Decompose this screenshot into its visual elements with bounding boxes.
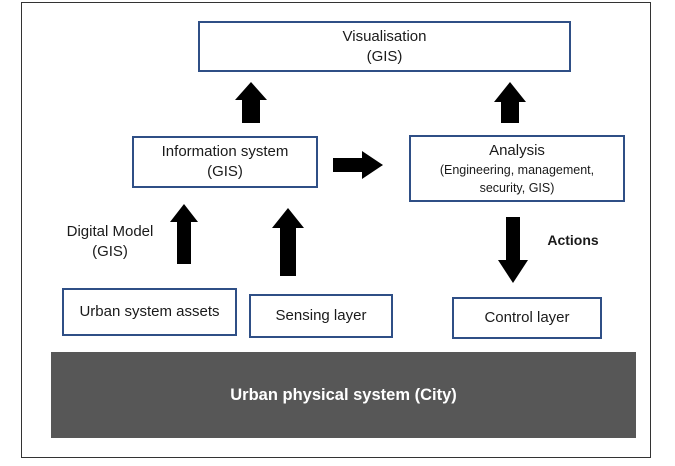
sensing-layer-title: Sensing layer (275, 307, 367, 324)
urban-system-assets-title: Urban system assets (79, 303, 220, 320)
digital-model-line2: (GIS) (92, 243, 128, 260)
arrow-up-digital-model (170, 204, 198, 264)
visualisation-title: Visualisation (342, 27, 427, 45)
analysis-title: Analysis (489, 141, 545, 159)
arrow-up-from-sensing (272, 208, 304, 276)
urban-physical-system-title: Urban physical system (City) (230, 385, 457, 404)
actions-text: Actions (547, 232, 599, 248)
urban-system-assets-box: Urban system assets (62, 288, 237, 336)
information-system-subtitle: (GIS) (207, 163, 243, 180)
analysis-box: Analysis (Engineering, management, secur… (409, 135, 625, 202)
control-layer-box: Control layer (452, 297, 602, 339)
diagram-frame (21, 2, 651, 458)
arrow-right-to-analysis (333, 151, 383, 179)
arrow-up-to-visualisation-left (235, 82, 267, 123)
digital-model-line1: Digital Model (66, 223, 154, 240)
information-system-box: Information system (GIS) (132, 136, 318, 188)
control-layer-title: Control layer (484, 309, 570, 326)
digital-model-label: Digital Model (GIS) (58, 222, 162, 262)
information-system-title: Information system (161, 143, 289, 160)
arrow-down-actions (498, 217, 528, 283)
visualisation-box: Visualisation (GIS) (198, 21, 571, 72)
visualisation-subtitle: (GIS) (366, 47, 403, 65)
urban-physical-system-bar: Urban physical system (City) (51, 352, 636, 438)
actions-label: Actions (540, 232, 606, 248)
analysis-detail-line2: security, GIS) (479, 180, 555, 195)
analysis-detail-line1: (Engineering, management, (439, 162, 595, 177)
arrow-up-to-visualisation-right (494, 82, 526, 123)
sensing-layer-box: Sensing layer (249, 294, 393, 338)
